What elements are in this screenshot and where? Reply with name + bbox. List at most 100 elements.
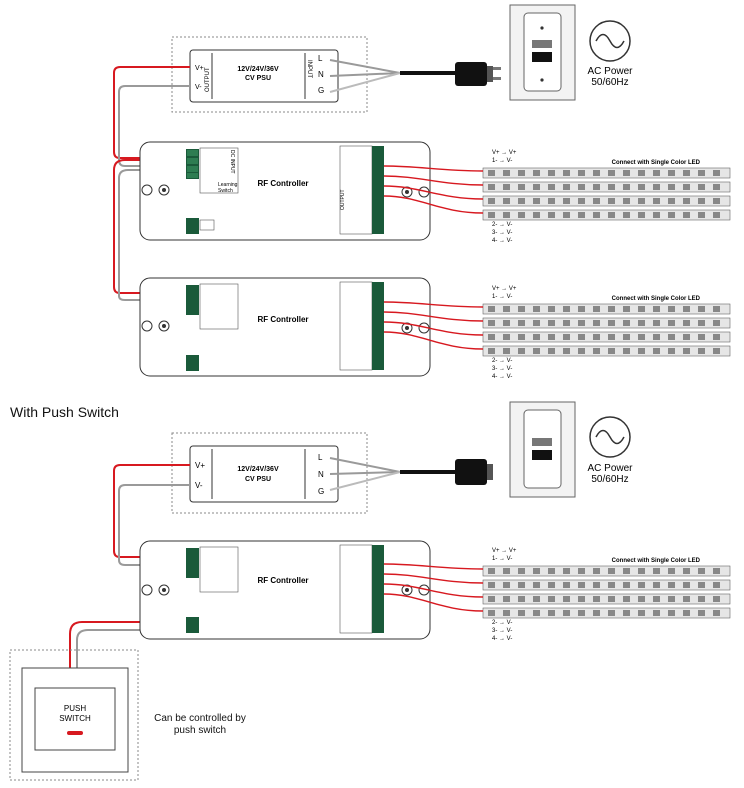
led-chip — [593, 170, 600, 176]
led-chip — [563, 306, 570, 312]
connect-label: Connect with Single Color LED — [612, 296, 701, 302]
psu2-n: N — [318, 470, 324, 479]
led-chip — [563, 568, 570, 574]
led-chip — [713, 184, 720, 190]
ac-power-label-2: AC Power — [587, 463, 633, 474]
led-chip — [683, 568, 690, 574]
led-chip — [593, 306, 600, 312]
led-chip — [548, 212, 555, 218]
led-chip — [698, 320, 705, 326]
led-chip — [488, 568, 495, 574]
led-chip — [608, 306, 615, 312]
led-strip — [482, 167, 731, 179]
led-strip — [482, 579, 731, 591]
led-chip — [593, 320, 600, 326]
led-chip — [608, 334, 615, 340]
ac-power-freq-2: 50/60Hz — [591, 474, 628, 485]
led-chip — [548, 568, 555, 574]
led-chip — [638, 348, 645, 354]
strip-wire — [383, 321, 484, 336]
led-chip — [563, 212, 570, 218]
push-switch-label-2: SWITCH — [59, 714, 91, 723]
led-chip — [653, 198, 660, 204]
psu-title-2: CV PSU — [245, 75, 271, 82]
led-chip — [488, 610, 495, 616]
led-chip — [533, 212, 540, 218]
led-chip — [683, 334, 690, 340]
led-chip — [668, 568, 675, 574]
caption-line-2: push switch — [173, 725, 227, 736]
strip-wire — [383, 583, 484, 598]
led-chip — [488, 348, 495, 354]
led-chip — [668, 334, 675, 340]
led-chip — [608, 320, 615, 326]
led-chip — [548, 170, 555, 176]
led-chip — [533, 610, 540, 616]
led-chip — [548, 184, 555, 190]
led-chip — [578, 610, 585, 616]
led-chip — [533, 568, 540, 574]
led-chip — [548, 198, 555, 204]
led-chip — [533, 306, 540, 312]
led-chip — [653, 212, 660, 218]
output-label: OUTPUT — [340, 189, 346, 210]
map-bottom-row: 2- → V- — [492, 222, 512, 228]
psu-vminus: V- — [195, 84, 202, 91]
led-chip — [623, 596, 630, 602]
led-chip — [548, 596, 555, 602]
led-chip — [623, 198, 630, 204]
led-chip — [608, 568, 615, 574]
led-chip — [638, 568, 645, 574]
led-chip — [698, 170, 705, 176]
led-chip — [503, 582, 510, 588]
led-chip — [518, 610, 525, 616]
led-chip — [593, 348, 600, 354]
led-chip — [578, 212, 585, 218]
led-strip — [482, 209, 731, 221]
led-chip — [623, 334, 630, 340]
led-chip — [698, 212, 705, 218]
dc-input-label: DC INPUT — [229, 150, 235, 174]
led-chip — [608, 170, 615, 176]
led-chip — [593, 334, 600, 340]
sine-wave-icon — [589, 20, 631, 62]
strip-wire — [383, 195, 484, 214]
led-chip — [698, 596, 705, 602]
led-chip — [488, 184, 495, 190]
led-chip — [623, 170, 630, 176]
map-top-row: V+ → V+ — [492, 286, 517, 292]
led-chip — [608, 198, 615, 204]
led-chip — [653, 582, 660, 588]
led-chip — [578, 198, 585, 204]
led-chip — [713, 568, 720, 574]
led-chip — [593, 184, 600, 190]
led-chip — [518, 320, 525, 326]
led-chip — [713, 334, 720, 340]
led-chip — [578, 320, 585, 326]
led-chip — [653, 306, 660, 312]
led-chip — [698, 334, 705, 340]
led-chip — [518, 306, 525, 312]
learning-label: Learning — [218, 182, 238, 188]
led-chip — [608, 596, 615, 602]
led-chip — [713, 610, 720, 616]
led-chip — [503, 170, 510, 176]
led-chip — [638, 582, 645, 588]
led-chip — [503, 212, 510, 218]
map-top-row: 1- → V- — [492, 556, 512, 562]
led-strip — [482, 331, 731, 343]
led-chip — [593, 582, 600, 588]
strip-wire — [383, 311, 484, 322]
map-top-row: V+ → V+ — [492, 150, 517, 156]
led-chip — [713, 306, 720, 312]
led-chip — [533, 348, 540, 354]
led-strip — [482, 317, 731, 329]
led-chip — [608, 610, 615, 616]
led-strip — [482, 195, 731, 207]
led-chip — [668, 596, 675, 602]
strip-wire — [383, 175, 484, 186]
led-chip — [488, 212, 495, 218]
led-chip — [608, 184, 615, 190]
